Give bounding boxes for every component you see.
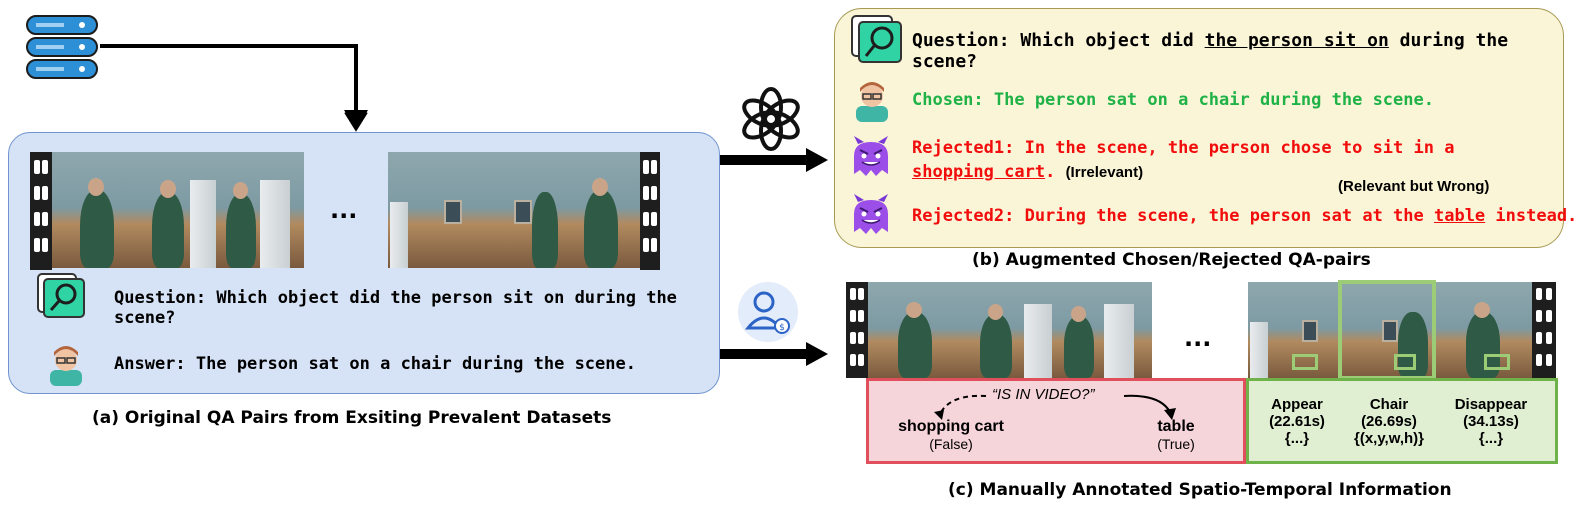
table-option: table (True) bbox=[1157, 418, 1195, 452]
film-strip-left bbox=[30, 152, 52, 270]
object-bbox-appear bbox=[1292, 354, 1318, 370]
video-frame bbox=[1056, 282, 1152, 378]
question-icon bbox=[851, 15, 902, 63]
video-frame bbox=[136, 152, 220, 268]
video-frame bbox=[962, 282, 1056, 378]
chosen-answer: Chosen: The person sat on a chair during… bbox=[912, 90, 1434, 110]
chair-annotation: Chair (26.69s) {(x,y,w,h)} bbox=[1353, 396, 1424, 447]
object-bbox-chair bbox=[1394, 354, 1416, 370]
arrow-to-annotated bbox=[720, 342, 828, 366]
rejected1-line1: Rejected1: In the scene, the person chos… bbox=[912, 138, 1455, 158]
film-strip-left bbox=[846, 282, 868, 378]
appear-annotation: Appear (22.61s) {...} bbox=[1269, 396, 1325, 447]
video-frame bbox=[868, 282, 962, 378]
augmented-qa-panel bbox=[834, 8, 1564, 248]
annotator-icon: $ bbox=[738, 282, 798, 342]
frames-ellipsis: ... bbox=[330, 196, 358, 224]
database-icon bbox=[26, 15, 98, 79]
panel-b-caption: (b) Augmented Chosen/Rejected QA-pairs bbox=[972, 250, 1371, 270]
video-frame bbox=[558, 152, 640, 268]
arrow-to-augmented bbox=[720, 148, 828, 172]
highlighted-frame-box bbox=[1338, 280, 1436, 380]
question-icon bbox=[37, 273, 85, 318]
shopping-cart-option: shopping cart (False) bbox=[898, 418, 1004, 452]
film-strip-right bbox=[640, 152, 660, 270]
panel-b-question: Question: Which object did the person si… bbox=[912, 30, 1509, 72]
person-avatar-icon bbox=[856, 82, 888, 122]
monster-icon bbox=[854, 136, 888, 176]
frames-ellipsis: ... bbox=[1184, 324, 1212, 352]
disappear-annotation: Disappear (34.13s) {...} bbox=[1454, 396, 1528, 447]
monster-icon bbox=[854, 194, 888, 234]
dataset-connector-arrow bbox=[100, 44, 368, 132]
relevant-wrong-tag: (Relevant but Wrong) bbox=[1338, 178, 1490, 195]
panel-c-caption: (c) Manually Annotated Spatio-Temporal I… bbox=[948, 480, 1452, 500]
panel-a-answer: Answer: The person sat on a chair during… bbox=[114, 354, 636, 374]
rejected2-answer: Rejected2: During the scene, the person … bbox=[912, 206, 1578, 226]
video-frame bbox=[474, 152, 558, 268]
temporal-annotation-box bbox=[1246, 378, 1558, 464]
video-frame bbox=[52, 152, 136, 268]
video-frame bbox=[1338, 282, 1436, 378]
video-frame bbox=[388, 152, 474, 268]
object-bbox-disappear bbox=[1484, 354, 1510, 370]
film-strip-right bbox=[1532, 282, 1556, 378]
irrelevant-tag: (Irrelevant) bbox=[1065, 164, 1144, 181]
is-in-video-label: “IS IN VIDEO?” bbox=[992, 386, 1095, 403]
video-frame bbox=[220, 152, 304, 268]
existence-check-box bbox=[866, 378, 1246, 464]
person-avatar-icon bbox=[50, 346, 82, 386]
panel-a-caption: (a) Original QA Pairs from Exsiting Prev… bbox=[92, 408, 612, 428]
openai-logo-icon bbox=[742, 87, 800, 151]
curved-arrows bbox=[934, 394, 1176, 420]
svg-text:$: $ bbox=[779, 323, 785, 333]
panel-a-question: Question: Which object did the person si… bbox=[114, 288, 677, 328]
rejected1-line2: shopping cart. (Irrelevant) bbox=[912, 162, 1144, 182]
